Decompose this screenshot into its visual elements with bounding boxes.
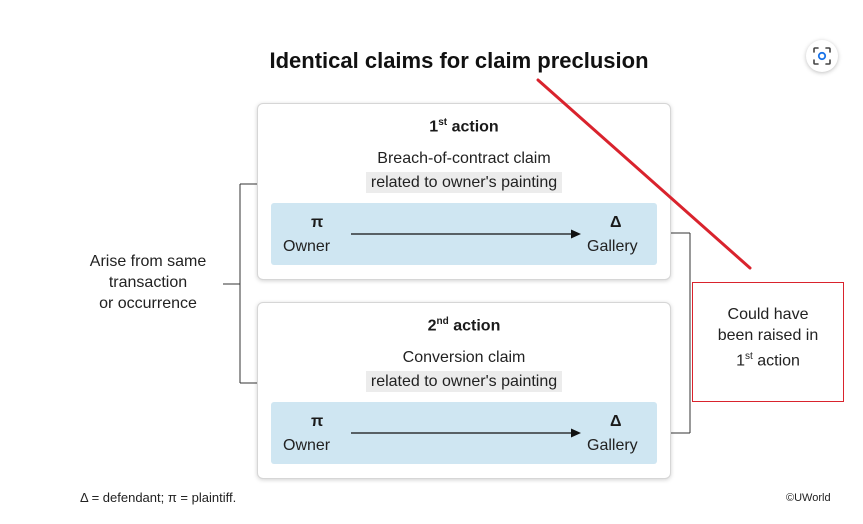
second-action-plaintiff: Owner <box>283 437 331 454</box>
second-action-heading-sup: nd <box>436 316 449 327</box>
first-action-heading-num: 1 <box>429 118 439 136</box>
same-transaction-line-3: or occurrence <box>99 295 197 312</box>
copyright: ©UWorld <box>786 492 831 504</box>
second-action-heading: 2nd action <box>258 316 670 335</box>
second-action-heading-text: action <box>453 317 501 335</box>
first-action-heading-text: action <box>451 118 499 136</box>
same-transaction-label: Arise from same transaction or occurrenc… <box>60 251 236 314</box>
could-have-line-3: 1st action <box>693 346 843 371</box>
second-action-defendant: Gallery <box>587 437 638 454</box>
first-action-parties-band: π Owner Δ Gallery <box>271 203 657 265</box>
first-action-heading: 1st action <box>258 117 670 136</box>
first-action-defendant-symbol: Δ <box>610 214 622 231</box>
second-action-arrow <box>351 428 581 438</box>
second-action-claim: Conversion claim <box>402 349 526 366</box>
could-have-line-3-sup: st <box>744 351 753 362</box>
could-have-been-raised-box: Could have been raised in 1st action <box>692 282 844 402</box>
legend: Δ = defendant; π = plaintiff. <box>80 490 237 505</box>
could-have-line-2: been raised in <box>717 327 819 344</box>
second-action-heading-num: 2 <box>427 317 437 335</box>
second-action-defendant-symbol: Δ <box>610 413 622 430</box>
visual-search-icon <box>813 47 831 65</box>
second-action-plaintiff-symbol: π <box>311 413 324 430</box>
first-action-arrow <box>351 229 581 239</box>
could-have-line-3-num: 1 <box>736 352 745 370</box>
same-transaction-line-1: Arise from same <box>89 253 207 270</box>
first-action-claim-detail: related to owner's painting <box>365 172 563 193</box>
could-have-line-3-text: action <box>757 352 800 370</box>
same-transaction-line-2: transaction <box>108 274 188 291</box>
could-have-line-1: Could have <box>727 306 809 323</box>
first-action-defendant: Gallery <box>587 238 638 255</box>
first-action-heading-sup: st <box>438 117 448 128</box>
visual-search-button[interactable] <box>806 40 838 72</box>
first-action-plaintiff-symbol: π <box>311 214 324 231</box>
first-action-plaintiff: Owner <box>283 238 331 255</box>
second-action-claim-detail: related to owner's painting <box>365 371 563 392</box>
second-action-parties-band: π Owner Δ Gallery <box>271 402 657 464</box>
diagram-title: Identical claims for claim preclusion <box>269 48 649 73</box>
first-action-card: 1st action Breach-of-contract claim rela… <box>257 103 671 280</box>
second-action-card: 2nd action Conversion claim related to o… <box>257 302 671 479</box>
first-action-claim: Breach-of-contract claim <box>377 150 551 167</box>
